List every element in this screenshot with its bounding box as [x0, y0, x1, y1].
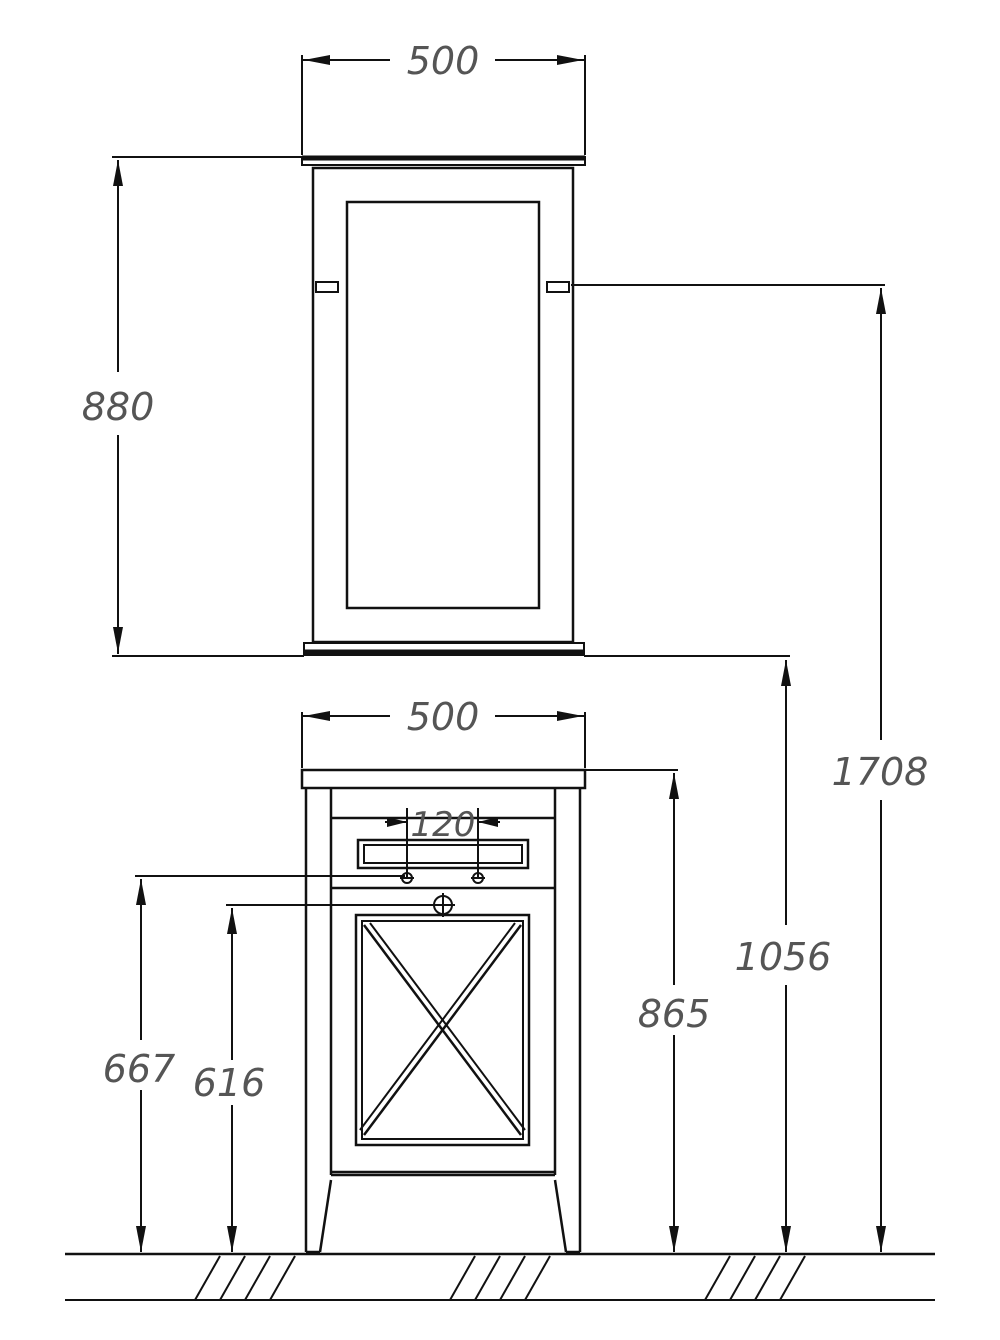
mirror-glass [345, 200, 541, 610]
dim-base-width: 500 [301, 695, 586, 768]
mirror-base [303, 642, 585, 656]
inlet-height-label: 667 [103, 1047, 176, 1091]
base-width-label: 500 [407, 695, 480, 739]
floor [65, 1252, 935, 1301]
countertop [300, 768, 587, 790]
right-lamp [546, 281, 570, 293]
drain-height-label: 616 [193, 1061, 266, 1105]
dim-mirror-width: 500 [301, 39, 586, 155]
dim-total-height: 1708 [571, 284, 929, 1252]
basin [356, 838, 530, 870]
mirror-height-label: 880 [82, 385, 155, 429]
left-lamp [315, 281, 339, 293]
floor-hatching [194, 1255, 806, 1301]
dim-drain-height: 616 [193, 893, 455, 1252]
mirror-bottom-label: 1056 [735, 935, 832, 979]
counter-height-label: 865 [638, 992, 711, 1036]
mirror-width-label: 500 [407, 39, 480, 83]
dim-tap-spacing: 120 [385, 805, 500, 884]
mirror-cabinet [301, 155, 586, 656]
tap-spacing-label: 120 [411, 805, 476, 845]
vanity-cabinet [300, 768, 587, 1254]
dim-inlet-height: 667 [103, 875, 405, 1252]
total-height-label: 1708 [832, 750, 929, 794]
dim-mirror-height: 880 [82, 156, 304, 657]
mirror-body [311, 166, 575, 644]
dim-counter-height: 865 [585, 769, 711, 1252]
dim-mirror-bottom: 1056 [584, 655, 832, 1252]
